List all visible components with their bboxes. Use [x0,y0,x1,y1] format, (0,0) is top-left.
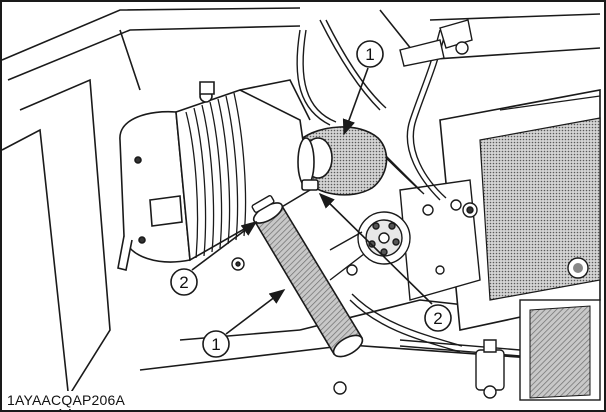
mounting-bracket [399,179,481,301]
figure-code: 1AYAACQAP206A [6,391,129,409]
radiator-assembly [439,89,601,401]
lower-fittings [333,264,505,399]
hose-clamp-upper [297,137,319,191]
breather-hose-lower [251,195,364,358]
callout-label: 1 [211,335,220,354]
leader-1-upper [342,67,369,136]
callout-2-right: 2 [424,304,452,332]
callout-2-left: 2 [170,268,198,296]
leader-2-right [318,192,433,305]
leader-lines [191,67,433,335]
callout-circle [424,304,452,332]
callout-1-lower: 1 [202,330,230,358]
air-cleaner-housing [117,79,311,271]
hose-fitting-upper [399,19,473,67]
leader-1-lower [225,289,286,335]
leader-2-left [191,221,258,271]
callout-label: 1 [365,45,374,64]
callout-label: 2 [433,309,442,328]
callout-circle [170,268,198,296]
callout-1-upper: 1 [356,40,384,68]
wiring-harness [296,19,521,357]
callout-label: 2 [179,273,188,292]
callout-circle [356,40,384,68]
ground-bolt [231,257,245,271]
callout-circle [202,330,230,358]
intake-duct-upper [299,126,388,196]
